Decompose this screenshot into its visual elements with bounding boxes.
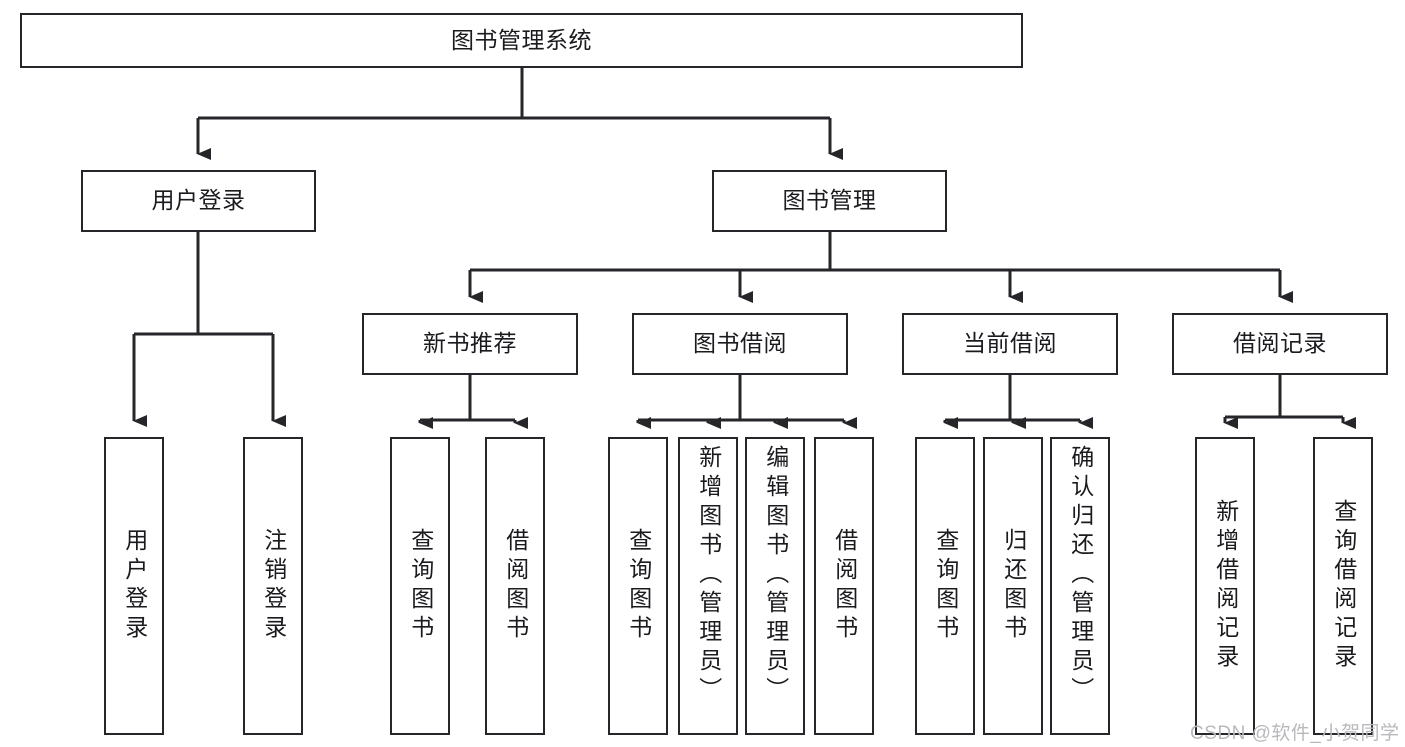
node-leaf-add-book-label: 新增图书（管理员） (695, 445, 722, 706)
node-book-borrow-label: 图书借阅 (693, 330, 787, 357)
edges-borrowrecord-to-leaves (1223, 375, 1356, 429)
node-leaf-edit-book-label: 编辑图书（管理员） (762, 445, 789, 706)
edges-newbookrec-to-leaves (418, 375, 528, 429)
node-leaf-return-book[interactable]: 归还图书 (983, 437, 1043, 735)
node-new-book-rec-label: 新书推荐 (423, 330, 517, 357)
node-leaf-add-record-label: 新增借阅记录 (1212, 499, 1239, 673)
node-leaf-borrow-book-2[interactable]: 借阅图书 (814, 437, 874, 735)
node-leaf-query-record[interactable]: 查询借阅记录 (1313, 437, 1373, 735)
node-leaf-borrow-book-1-label: 借阅图书 (502, 528, 529, 644)
node-book-manage[interactable]: 图书管理 (712, 170, 947, 232)
node-user-login-label: 用户登录 (151, 187, 246, 214)
edges-root-to-level2 (196, 68, 843, 160)
node-book-borrow[interactable]: 图书借阅 (632, 313, 848, 375)
node-leaf-query-book-1[interactable]: 查询图书 (390, 437, 450, 735)
node-leaf-borrow-book-2-label: 借阅图书 (831, 528, 858, 644)
node-leaf-add-record[interactable]: 新增借阅记录 (1195, 437, 1255, 735)
node-book-manage-label: 图书管理 (782, 187, 877, 214)
edges-bookmanage-to-level3 (468, 232, 1293, 303)
node-root[interactable]: 图书管理系统 (20, 13, 1023, 68)
node-current-borrow-label: 当前借阅 (963, 330, 1057, 357)
node-borrow-record-label: 借阅记录 (1233, 330, 1327, 357)
node-root-label: 图书管理系统 (451, 26, 592, 53)
csdn-watermark: CSDN @软件_小贺同学 (1190, 723, 1400, 744)
node-leaf-query-book-3-label: 查询图书 (932, 528, 959, 644)
edges-bookborrow-to-leaves (636, 375, 857, 429)
node-leaf-query-record-label: 查询借阅记录 (1330, 499, 1357, 673)
edges-userlogin-to-leaves (132, 232, 286, 427)
node-leaf-user-login-label: 用户登录 (121, 528, 148, 644)
node-leaf-query-book-1-label: 查询图书 (407, 528, 434, 644)
node-leaf-edit-book[interactable]: 编辑图书（管理员） (745, 437, 805, 735)
node-current-borrow[interactable]: 当前借阅 (902, 313, 1118, 375)
node-leaf-user-login[interactable]: 用户登录 (104, 437, 164, 735)
node-leaf-logout-label: 注销登录 (260, 528, 287, 644)
node-leaf-confirm-return[interactable]: 确认归还（管理员） (1050, 437, 1110, 735)
node-leaf-query-book-2[interactable]: 查询图书 (608, 437, 668, 735)
node-leaf-add-book[interactable]: 新增图书（管理员） (678, 437, 738, 735)
node-leaf-return-book-label: 归还图书 (1000, 528, 1027, 644)
node-leaf-query-book-3[interactable]: 查询图书 (915, 437, 975, 735)
node-new-book-rec[interactable]: 新书推荐 (362, 313, 578, 375)
node-borrow-record[interactable]: 借阅记录 (1172, 313, 1388, 375)
node-leaf-logout[interactable]: 注销登录 (243, 437, 303, 735)
node-leaf-borrow-book-1[interactable]: 借阅图书 (485, 437, 545, 735)
node-leaf-query-book-2-label: 查询图书 (625, 528, 652, 644)
edges-currentborrow-to-leaves (943, 375, 1093, 429)
node-leaf-confirm-return-label: 确认归还（管理员） (1067, 445, 1094, 706)
node-user-login[interactable]: 用户登录 (81, 170, 316, 232)
